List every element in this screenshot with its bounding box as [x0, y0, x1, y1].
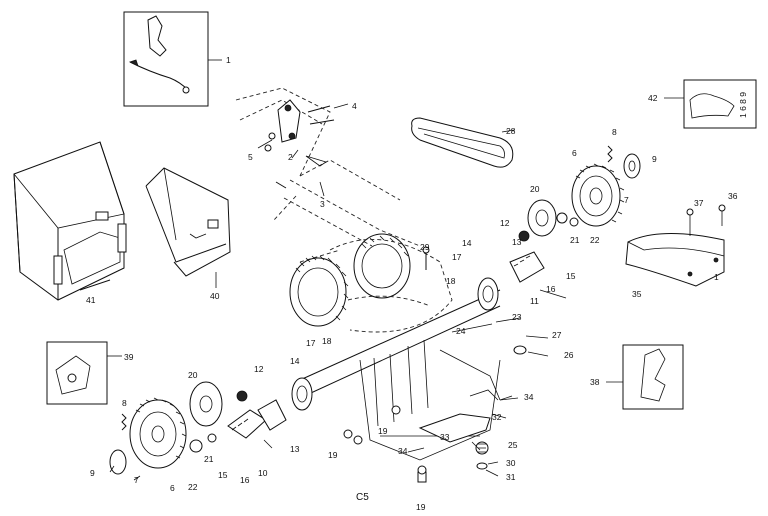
- label-42: 42: [648, 93, 658, 103]
- label-12b: 12: [254, 364, 264, 374]
- label-8: 8: [612, 127, 617, 137]
- deck-rear-wheel-right: [353, 233, 411, 299]
- diagram-caption: C5: [356, 492, 369, 503]
- right-pinion: [509, 251, 545, 283]
- label-1: 1: [226, 55, 231, 65]
- bolt-29: [422, 246, 430, 270]
- label-8b: 8: [122, 398, 127, 408]
- left-pulley: [291, 377, 313, 411]
- label-41: 41: [86, 295, 96, 305]
- label-5: 5: [248, 152, 253, 162]
- left-wheel-cap: [109, 449, 127, 475]
- inset-switch: [606, 344, 684, 410]
- label-15: 15: [566, 271, 576, 281]
- label-7b: 7: [134, 475, 139, 485]
- right-rear-wheel: [571, 163, 625, 227]
- label-4: 4: [352, 101, 357, 111]
- right-spring: [607, 145, 613, 163]
- grass-bag: [13, 141, 127, 301]
- label-9: 9: [652, 154, 657, 164]
- inset-cable-assembly: [123, 11, 222, 107]
- part-labels: 1 1 2 3 4 5 6 6 7 7 8 8 9 9 10 11 12 12 …: [86, 55, 738, 512]
- handle-outline: [235, 87, 421, 247]
- rear-deflector: [625, 204, 726, 287]
- label-17b: 17: [306, 338, 316, 348]
- label-29: 29: [420, 242, 430, 252]
- right-gear: [527, 199, 579, 237]
- label-2: 2: [288, 152, 293, 162]
- label-9b: 9: [90, 468, 95, 478]
- label-18: 18: [446, 276, 456, 286]
- label-33: 33: [440, 432, 450, 442]
- handle-control: [264, 99, 335, 189]
- right-wheel-cap: [623, 153, 641, 179]
- label-40: 40: [210, 291, 220, 301]
- label-3: 3: [320, 199, 325, 209]
- label-39: 39: [124, 352, 134, 362]
- left-rear-wheel: [129, 397, 187, 469]
- inset-control-bracket: [46, 341, 122, 405]
- screws-19: [343, 405, 401, 445]
- label-25: 25: [508, 440, 518, 450]
- label-21: 21: [570, 235, 580, 245]
- label-13b: 13: [290, 444, 300, 454]
- label-20b: 20: [188, 370, 198, 380]
- label-19c: 19: [378, 426, 388, 436]
- left-dog: [236, 390, 248, 402]
- label-19: 19: [328, 450, 338, 460]
- right-dog: [518, 230, 530, 242]
- inset-nameplate: [664, 79, 757, 129]
- label-16b: 16: [240, 475, 250, 485]
- label-6: 6: [572, 148, 577, 158]
- label-18b: 18: [322, 336, 332, 346]
- drive-belt: [411, 117, 515, 168]
- label-22: 22: [590, 235, 600, 245]
- height-adjust-linkage: [418, 323, 527, 470]
- label-22b: 22: [188, 482, 198, 492]
- label-31: 31: [506, 472, 516, 482]
- label-21b: 21: [204, 454, 214, 464]
- label-37: 37: [694, 198, 704, 208]
- label-13: 13: [512, 237, 522, 247]
- label-36: 36: [728, 191, 738, 201]
- deck-rear-wheel-left: [289, 255, 349, 327]
- label-30: 30: [506, 458, 516, 468]
- label-27: 27: [552, 330, 562, 340]
- label-16: 16: [546, 284, 556, 294]
- label-14b: 14: [290, 356, 300, 366]
- mower-deck: [299, 238, 453, 333]
- label-34: 34: [524, 392, 534, 402]
- bag-frame: [145, 167, 231, 288]
- left-spring: [121, 413, 127, 431]
- label-1b: 1: [714, 272, 719, 282]
- left-gear: [189, 381, 223, 453]
- label-7: 7: [624, 195, 629, 205]
- label-24: 24: [456, 326, 466, 336]
- label-17: 17: [452, 252, 462, 262]
- label-15b: 15: [218, 470, 228, 480]
- label-34b: 34: [398, 446, 408, 456]
- label-6b: 6: [170, 483, 175, 493]
- label-35: 35: [632, 289, 642, 299]
- label-12: 12: [500, 218, 510, 228]
- label-14: 14: [462, 238, 472, 248]
- label-10: 10: [258, 468, 268, 478]
- label-23: 23: [512, 312, 522, 322]
- label-32: 32: [492, 412, 502, 422]
- left-bracket: [257, 399, 287, 431]
- leader-lines: [109, 103, 567, 481]
- label-19b: 19: [416, 502, 426, 512]
- inset-nameplate-text: 1 6 8 9: [738, 92, 748, 118]
- label-38: 38: [590, 377, 600, 387]
- label-20: 20: [530, 184, 540, 194]
- right-pulley: [477, 277, 499, 311]
- label-11: 11: [530, 296, 539, 306]
- bolt-19: [417, 465, 427, 483]
- label-28: 28: [506, 126, 516, 136]
- label-26: 26: [564, 350, 574, 360]
